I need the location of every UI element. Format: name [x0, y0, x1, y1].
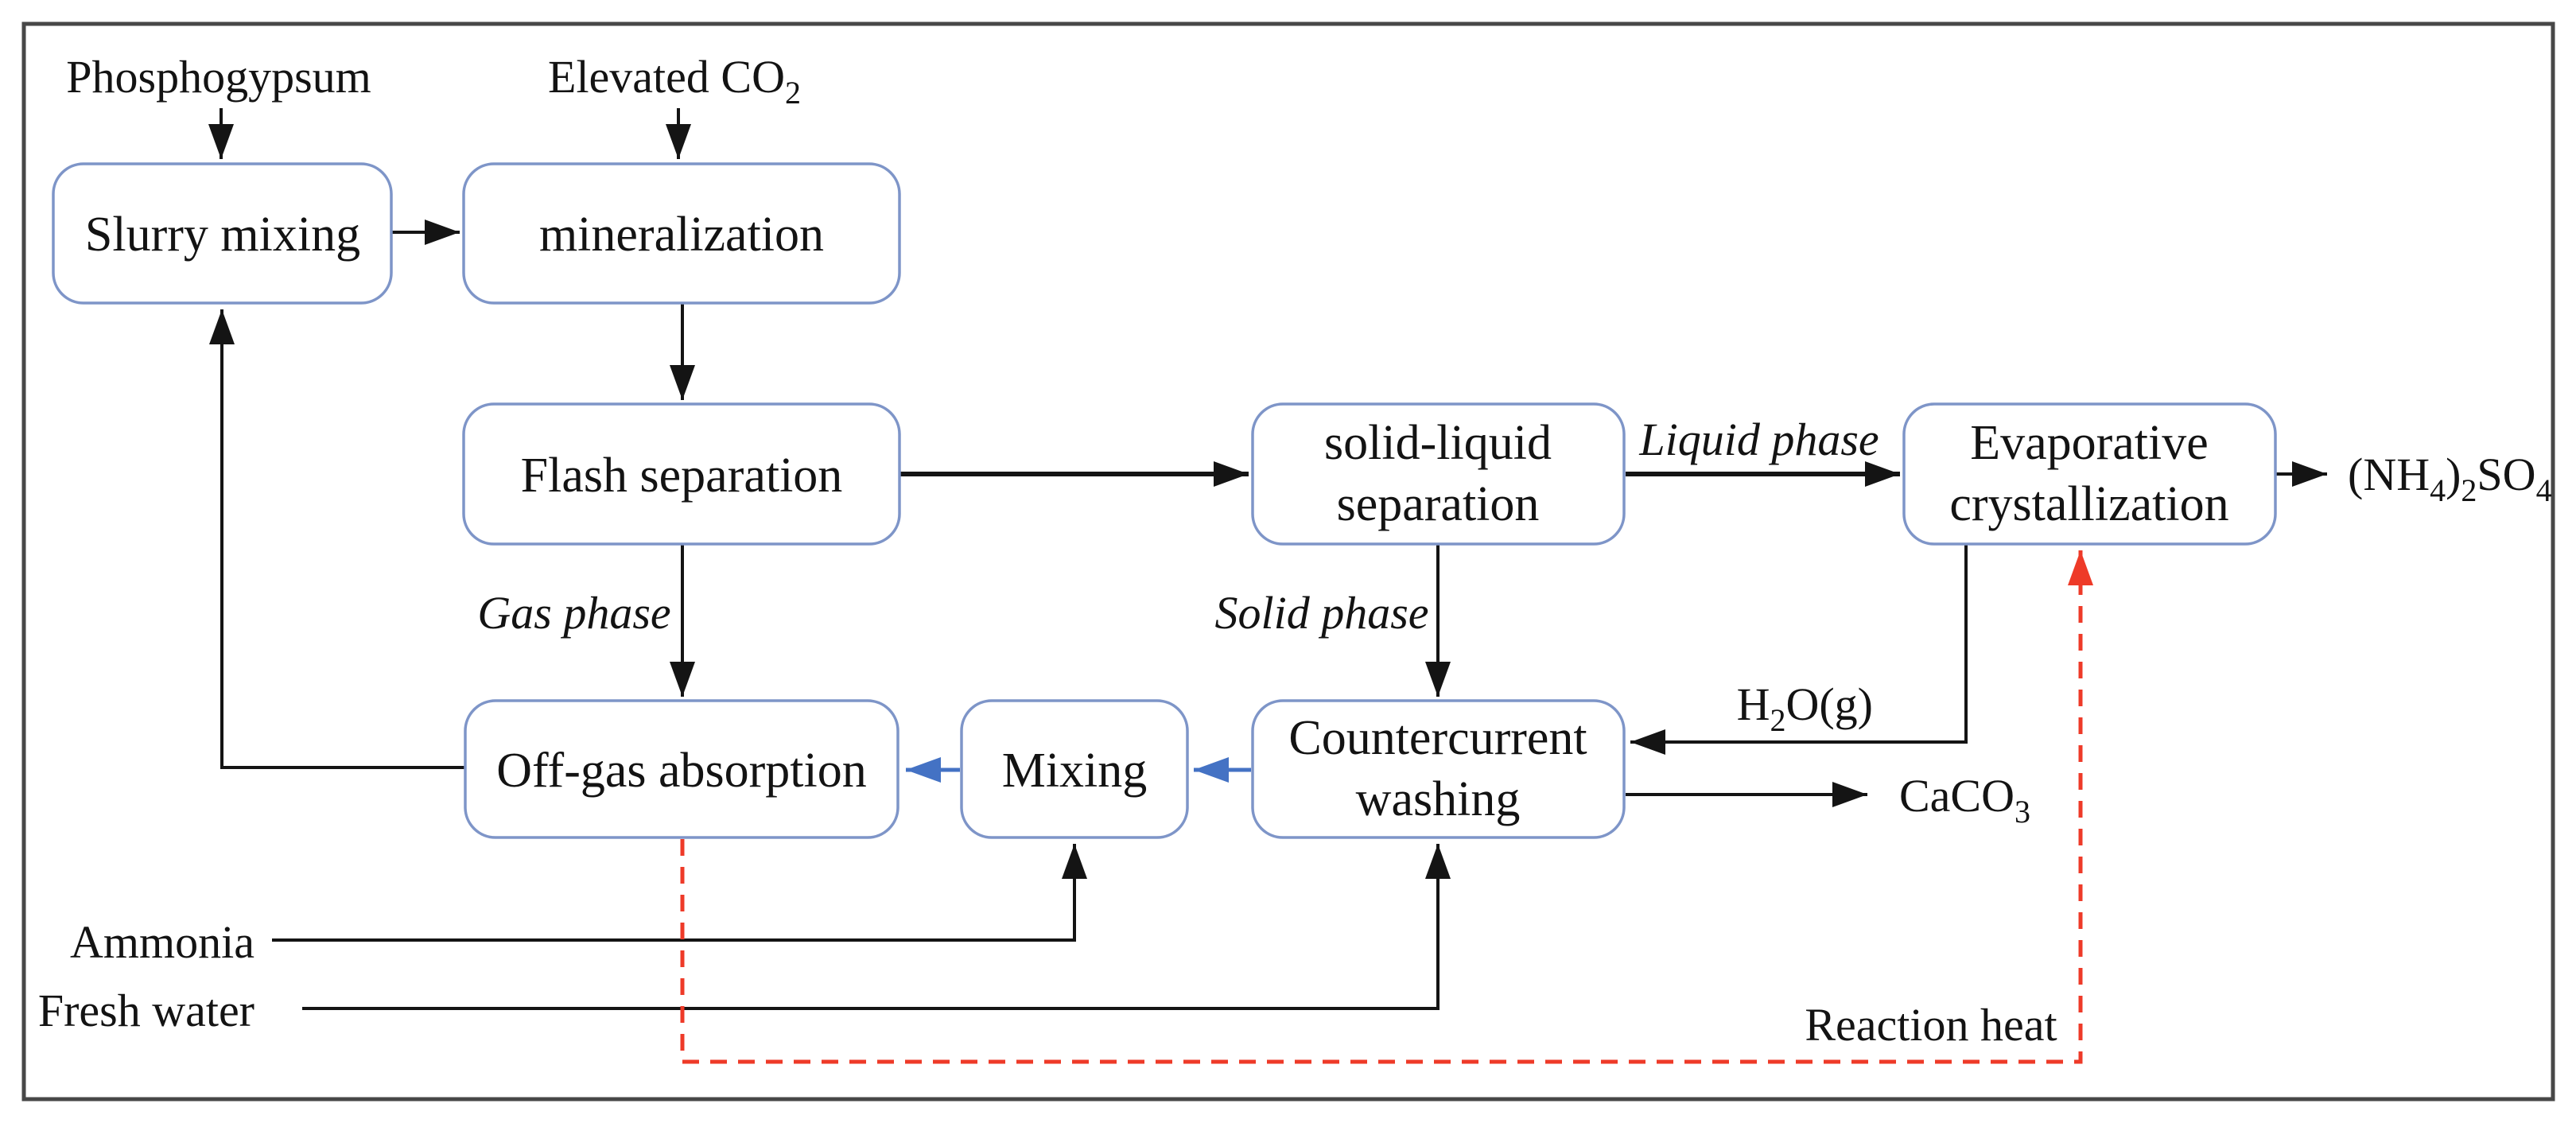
off-gas-absorption-box: [464, 699, 899, 839]
slurry-mixing-box: [52, 162, 393, 305]
mixing-label: Mixing: [1002, 744, 1148, 798]
evaporative-crystallization-label-line1: Evaporative: [1970, 416, 2209, 470]
elevated-co2-base: Elevated CO: [548, 51, 785, 103]
off-gas-absorption-label: Off-gas absorption: [496, 744, 866, 798]
flow-ammonia-to-mixing: [272, 844, 1087, 942]
reaction-heat-label: Reaction heat: [1805, 999, 2057, 1051]
calcium-carbonate-label: CaCO3: [1899, 770, 2030, 830]
flow-reaction-heat: [680, 550, 2093, 1064]
phosphogypsum-label: Phosphogypsum: [66, 51, 371, 103]
node-off-gas-absorption: Off-gas absorption: [464, 699, 899, 839]
node-mixing: Mixing: [960, 699, 1189, 839]
evaporative-crystallization-box: [1902, 402, 2277, 546]
flash-separation-box: [462, 402, 901, 546]
node-solid-liquid-separation: solid-liquid separation: [1251, 402, 1626, 546]
ammonia-label: Ammonia: [70, 916, 254, 968]
solid-phase-label: Solid phase: [1214, 587, 1428, 639]
mineralization-box: [462, 162, 901, 305]
countercurrent-washing-box: [1251, 699, 1626, 839]
solid-liquid-separation-label-line2: separation: [1337, 477, 1540, 531]
flow-freshwater-to-ccw: [302, 844, 1451, 1010]
mixing-box: [960, 699, 1189, 839]
evaporative-crystallization-label-line2: crystallization: [1949, 477, 2228, 531]
elevated-co2-subscript: 2: [785, 75, 801, 111]
elevated-co2-label: Elevated CO2: [548, 51, 801, 111]
node-countercurrent-washing: Countercurrent washing: [1251, 699, 1626, 839]
solid-liquid-separation-box: [1251, 402, 1626, 546]
solid-liquid-separation-label-line1: solid-liquid: [1324, 416, 1552, 470]
liquid-phase-label: Liquid phase: [1638, 414, 1879, 465]
node-slurry-mixing: Slurry mixing: [52, 162, 393, 305]
water-vapor-label: H2O(g): [1737, 678, 1873, 738]
figure-border: [21, 21, 2555, 1102]
countercurrent-washing-label-line1: Countercurrent: [1288, 711, 1587, 765]
node-flash-separation: Flash separation: [462, 402, 901, 546]
mineralization-label: mineralization: [539, 208, 824, 262]
flow-water-vapor: [1630, 544, 1968, 755]
node-mineralization: mineralization: [462, 162, 901, 305]
flow-offgas-recycle-to-slurry: [209, 309, 465, 769]
slurry-mixing-label: Slurry mixing: [85, 208, 360, 262]
node-evaporative-crystallization: Evaporative crystallization: [1902, 402, 2277, 546]
flash-separation-label: Flash separation: [521, 449, 843, 503]
ammonium-sulfate-label: (NH4)2SO4: [2348, 449, 2552, 508]
gas-phase-label: Gas phase: [477, 587, 670, 639]
fresh-water-label: Fresh water: [38, 985, 254, 1036]
countercurrent-washing-label-line2: washing: [1356, 772, 1521, 826]
